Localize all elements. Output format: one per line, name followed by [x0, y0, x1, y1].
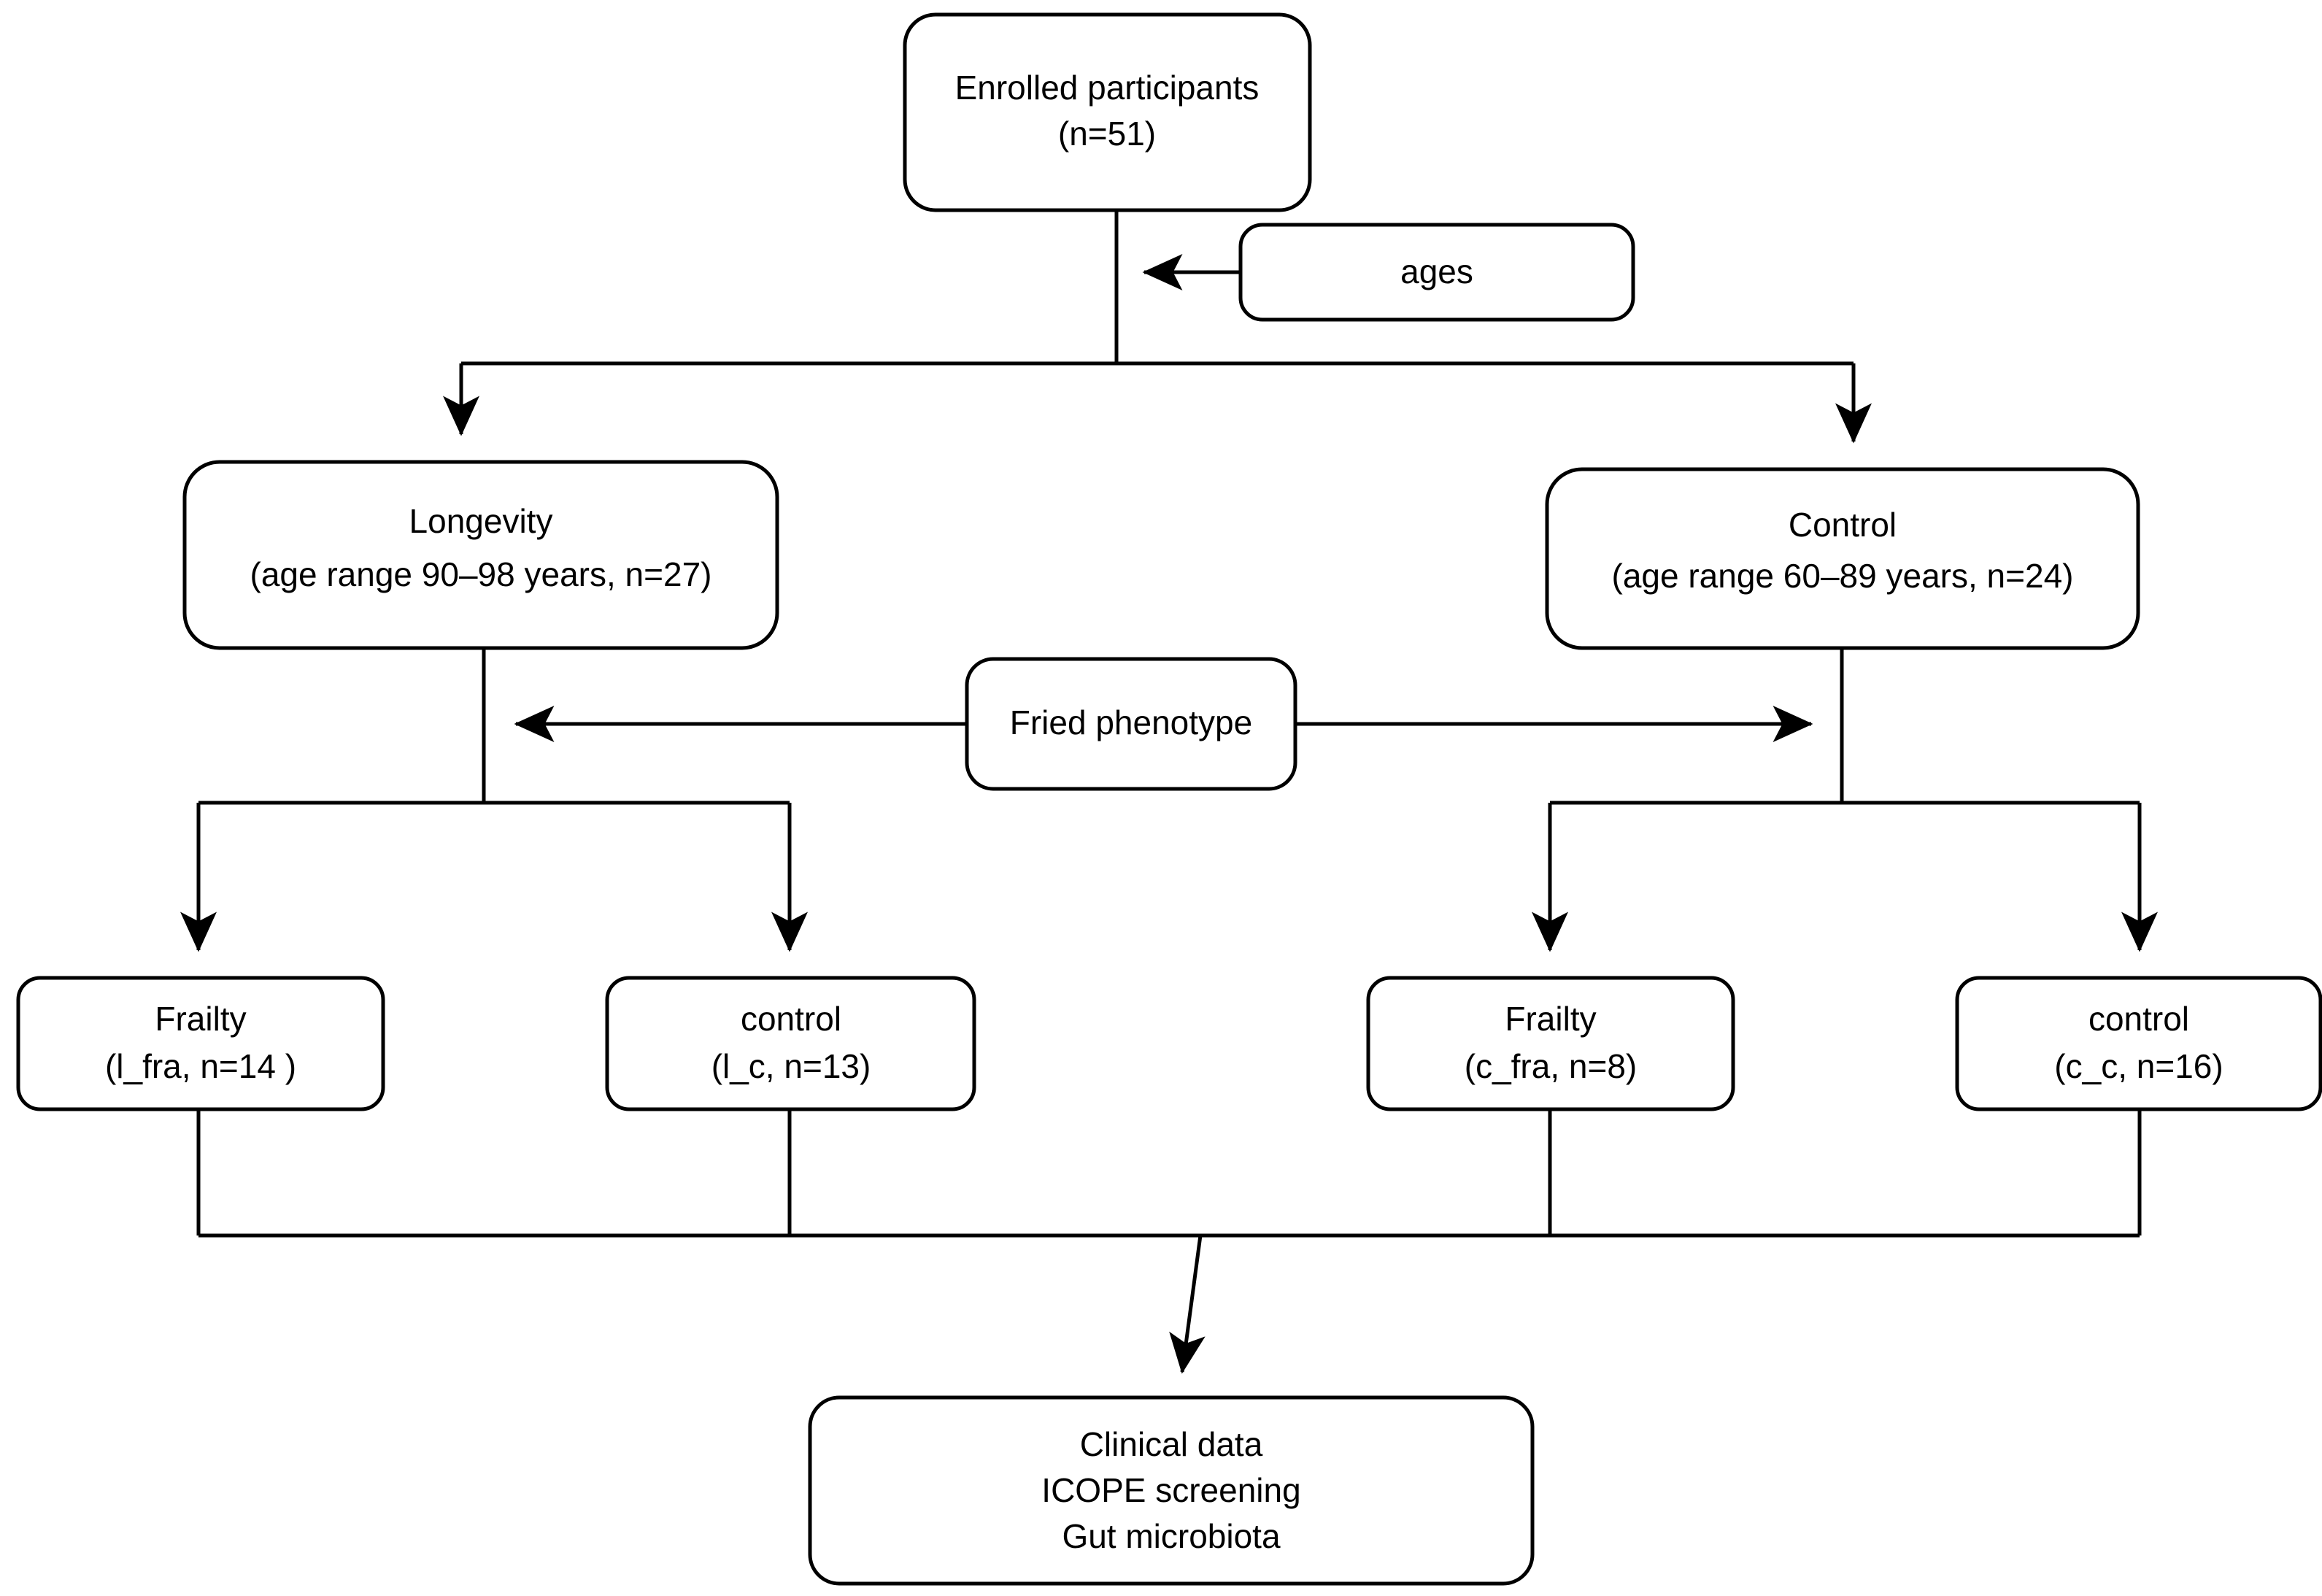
- node-c-c[interactable]: control (c_c, n=16): [1955, 976, 2322, 1111]
- node-ages-shape: [1238, 223, 1635, 322]
- node-fried-phenotype-line-1: Fried phenotype: [1010, 703, 1252, 741]
- node-control-group-line-2: (age range 60–89 years, n=24): [1612, 557, 2074, 595]
- node-c-c-shape: [1955, 976, 2322, 1111]
- node-l-fra-shape: [16, 976, 385, 1111]
- edge-merge-to-outcome: [1169, 1235, 1206, 1374]
- node-outcome-line-3: Gut microbiota: [1062, 1517, 1281, 1555]
- node-l-fra-line-1: Frailty: [155, 1000, 246, 1038]
- node-enrolled-participants-shape: [903, 12, 1312, 212]
- node-l-c-shape: [605, 976, 976, 1111]
- node-c-fra-line-2: (c_fra, n=8): [1465, 1047, 1638, 1085]
- node-c-c-line-2: (c_c, n=16): [2054, 1047, 2223, 1085]
- node-l-c-line-1: control: [741, 1000, 841, 1038]
- node-l-fra-line-2: (l_fra, n=14 ): [105, 1047, 296, 1085]
- node-c-fra-shape: [1366, 976, 1735, 1111]
- node-enrolled-participants-line-2: (n=51): [1058, 115, 1156, 153]
- node-c-c-line-1: control: [2088, 1000, 2189, 1038]
- node-longevity-shape: [182, 460, 779, 650]
- node-outcome-shape: [808, 1395, 1535, 1586]
- node-c-fra[interactable]: Frailty (c_fra, n=8): [1366, 976, 1735, 1111]
- node-outcome[interactable]: Clinical data ICOPE screening Gut microb…: [808, 1395, 1535, 1586]
- node-ages[interactable]: ages: [1238, 223, 1635, 322]
- node-ages-line-1: ages: [1400, 252, 1473, 290]
- node-l-c-line-2: (l_c, n=13): [711, 1047, 871, 1085]
- node-control-group-line-1: Control: [1789, 506, 1897, 544]
- node-c-fra-line-1: Frailty: [1505, 1000, 1596, 1038]
- node-longevity-line-1: Longevity: [409, 502, 553, 540]
- node-enrolled-participants-line-1: Enrolled participants: [955, 69, 1260, 107]
- node-enrolled-participants[interactable]: Enrolled participants (n=51): [903, 12, 1312, 212]
- node-l-fra[interactable]: Frailty (l_fra, n=14 ): [16, 976, 385, 1111]
- node-control-group[interactable]: Control (age range 60–89 years, n=24): [1545, 467, 2140, 650]
- node-longevity-line-2: (age range 90–98 years, n=27): [250, 555, 712, 593]
- node-longevity[interactable]: Longevity (age range 90–98 years, n=27): [182, 460, 779, 650]
- node-fried-phenotype-shape: [965, 657, 1297, 791]
- node-control-group-shape: [1545, 467, 2140, 650]
- node-l-c[interactable]: control (l_c, n=13): [605, 976, 976, 1111]
- node-outcome-line-1: Clinical data: [1080, 1425, 1263, 1463]
- node-fried-phenotype[interactable]: Fried phenotype: [965, 657, 1297, 791]
- edge-layer: [180, 210, 2158, 1374]
- node-outcome-line-2: ICOPE screening: [1041, 1471, 1300, 1509]
